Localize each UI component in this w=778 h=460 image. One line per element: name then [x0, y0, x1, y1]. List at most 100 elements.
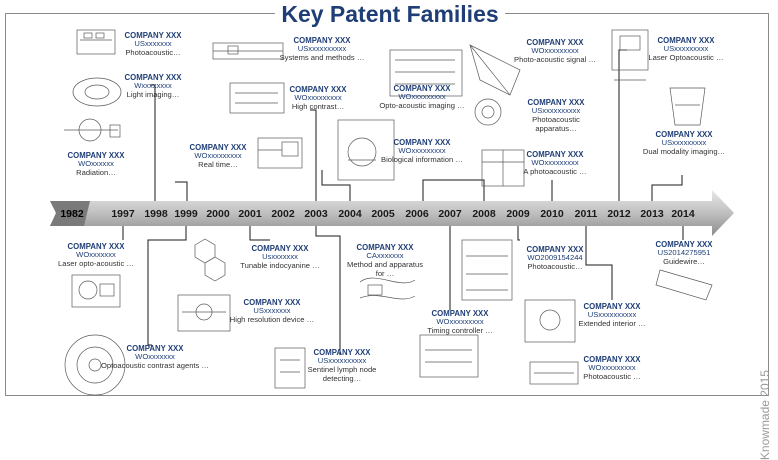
patent-description: Laser Optoacoustic …: [648, 53, 724, 63]
patent-number: WOxxxxxxxxx: [398, 146, 446, 156]
company-name: COMPANY XXX: [67, 242, 125, 251]
patent-entry: COMPANY XXX WOxxxxxxxxx High contrast…: [258, 85, 378, 112]
patent-entry: COMPANY XXX USxxxxxxx High resolution de…: [212, 298, 332, 325]
patent-number: WOxxxxxx: [78, 159, 114, 169]
patent-description: Timing controller …: [427, 326, 493, 336]
patent-number: USxxxxxxxxx: [663, 44, 709, 54]
patent-description: Guidewire…: [663, 257, 705, 267]
patent-number: WOxxxxxxx: [135, 352, 175, 362]
patent-drawing-thumbnail: [469, 44, 521, 96]
patent-number: WOxxxxxxxxx: [531, 46, 579, 56]
year-label: 2012: [607, 208, 631, 220]
patent-description: Laser opto-acoustic …: [58, 259, 134, 269]
patent-drawing-thumbnail: [524, 299, 576, 343]
patent-description: Photoacoustic apparatus…: [532, 115, 580, 134]
company-name: COMPANY XXX: [289, 85, 347, 94]
connector-line: [147, 226, 187, 346]
connector-line: [651, 175, 683, 201]
patent-entry: COMPANY XXX WOxxxxxx Radiation…: [36, 151, 156, 178]
company-name: COMPANY XXX: [124, 31, 182, 40]
patent-description: High resolution device …: [229, 315, 315, 325]
patent-drawing-thumbnail: [64, 118, 121, 142]
company-name: COMPANY XXX: [583, 355, 641, 364]
patent-description: High contrast…: [291, 102, 345, 112]
patent-number: CAxxxxxxx: [366, 251, 404, 261]
connector-line: [585, 226, 613, 300]
connector-lines: [122, 49, 684, 355]
patent-drawings: [64, 29, 713, 396]
patent-entry: COMPANY XXX USxxxxxxx Photoacoustic…: [93, 31, 213, 58]
patent-drawing-thumbnail: [229, 82, 285, 114]
year-label: 2000: [206, 208, 230, 220]
patent-drawing-thumbnail: [529, 361, 579, 385]
patent-entry: COMPANY XXX WOxxxxxxx Optoacoustic contr…: [95, 344, 215, 371]
year-label: 2002: [271, 208, 295, 220]
patent-description: Photoacoustic …: [583, 372, 641, 382]
patent-drawing-thumbnail: [71, 274, 121, 308]
year-label: 1997: [111, 208, 135, 220]
year-label: 2010: [540, 208, 564, 220]
patent-entry: COMPANY XXX WOxxxxxxxxx Real time…: [158, 143, 278, 170]
patent-entry: COMPANY XXX USxxxxxxxxxx Photoacoustic a…: [521, 98, 591, 134]
patent-drawing-thumbnail: [389, 49, 463, 97]
year-label: 2009: [506, 208, 530, 220]
patent-number: WOxxxxxxxxx: [531, 158, 579, 168]
patent-number: USxxxxxxxxx: [661, 138, 707, 148]
connector-line: [315, 226, 341, 355]
patent-drawing-thumbnail: [212, 42, 284, 60]
patent-number: Wxxxxxxxx: [134, 81, 172, 91]
company-name: COMPANY XXX: [251, 244, 309, 253]
company-name: COMPANY XXX: [527, 98, 585, 107]
timeline-arrow: [50, 190, 734, 236]
patent-entry: COMPANY XXX WOxxxxxxx Laser opto-acousti…: [36, 242, 156, 269]
patent-entry: COMPANY XXX USxxxxxxxxxx Sentinel lymph …: [302, 348, 382, 384]
company-name: COMPANY XXX: [583, 302, 641, 311]
company-name: COMPANY XXX: [67, 151, 125, 160]
patent-drawing-thumbnail: [669, 87, 706, 126]
company-name: COMPANY XXX: [189, 143, 247, 152]
company-name: COMPANY XXX: [124, 73, 182, 82]
patent-number: USxxxxxxxxxx: [297, 44, 347, 54]
company-name: COMPANY XXX: [356, 243, 414, 252]
patent-drawing-thumbnail: [611, 29, 649, 81]
connector-line: [310, 109, 317, 201]
patent-entry: COMPANY XXX USxxxxxxxxxx Systems and met…: [262, 36, 382, 63]
patent-drawing-thumbnail: [194, 238, 226, 282]
year-label: 1999: [174, 208, 198, 220]
patent-description: Biological information …: [381, 155, 463, 165]
year-label: 2004: [338, 208, 362, 220]
patent-entry: COMPANY XXX US2014275951 Guidewire…: [624, 240, 744, 267]
patent-number: WOxxxxxxxxx: [194, 151, 242, 161]
patent-drawing-thumbnail: [76, 29, 116, 55]
year-label: 2006: [405, 208, 429, 220]
patent-number: WOxxxxxxxxx: [294, 93, 342, 103]
patent-description: A photoacoustic …: [523, 167, 587, 177]
patent-number: USxxxxxxxxxx: [587, 310, 637, 320]
patent-description: Method and apparatus for …: [347, 260, 423, 279]
company-name: COMPANY XXX: [526, 245, 584, 254]
patent-entry: COMPANY XXX USxxxxxxxxx Laser Optoacoust…: [626, 36, 746, 63]
company-name: COMPANY XXX: [526, 38, 584, 47]
patent-drawing-thumbnail: [655, 269, 713, 301]
company-name: COMPANY XXX: [655, 130, 713, 139]
patent-entry: COMPANY XXX WOxxxxxxxxx Opto-acoustic im…: [362, 84, 482, 111]
year-label: 2005: [371, 208, 395, 220]
timeline-arrow-body: [50, 190, 734, 236]
patent-number: WOxxxxxxxxx: [588, 363, 636, 373]
patent-description: Radiation…: [76, 168, 116, 178]
patent-drawing-thumbnail: [474, 98, 502, 126]
patent-drawing-thumbnail: [274, 347, 306, 389]
connector-line: [517, 226, 520, 241]
year-label: 2003: [304, 208, 328, 220]
watermark: Knowmade 2015: [758, 370, 772, 460]
patent-entry: COMPANY XXX USxxxxxxxxxx Extended interi…: [552, 302, 672, 329]
patent-entry: COMPANY XXX WOxxxxxxxxx A photoacoustic …: [495, 150, 615, 177]
patent-number: USxxxxxxx: [253, 306, 291, 316]
patent-description: Opto-acoustic imaging …: [379, 101, 465, 111]
patent-number: WO2009154244: [527, 253, 583, 263]
patent-number: USxxxxxxxxxx: [531, 106, 581, 116]
patent-entry: COMPANY XXX WOxxxxxxxxx Photoacoustic …: [552, 355, 672, 382]
connector-line: [321, 170, 351, 201]
patent-drawing-thumbnail: [72, 77, 122, 107]
company-name: COMPANY XXX: [393, 84, 451, 93]
